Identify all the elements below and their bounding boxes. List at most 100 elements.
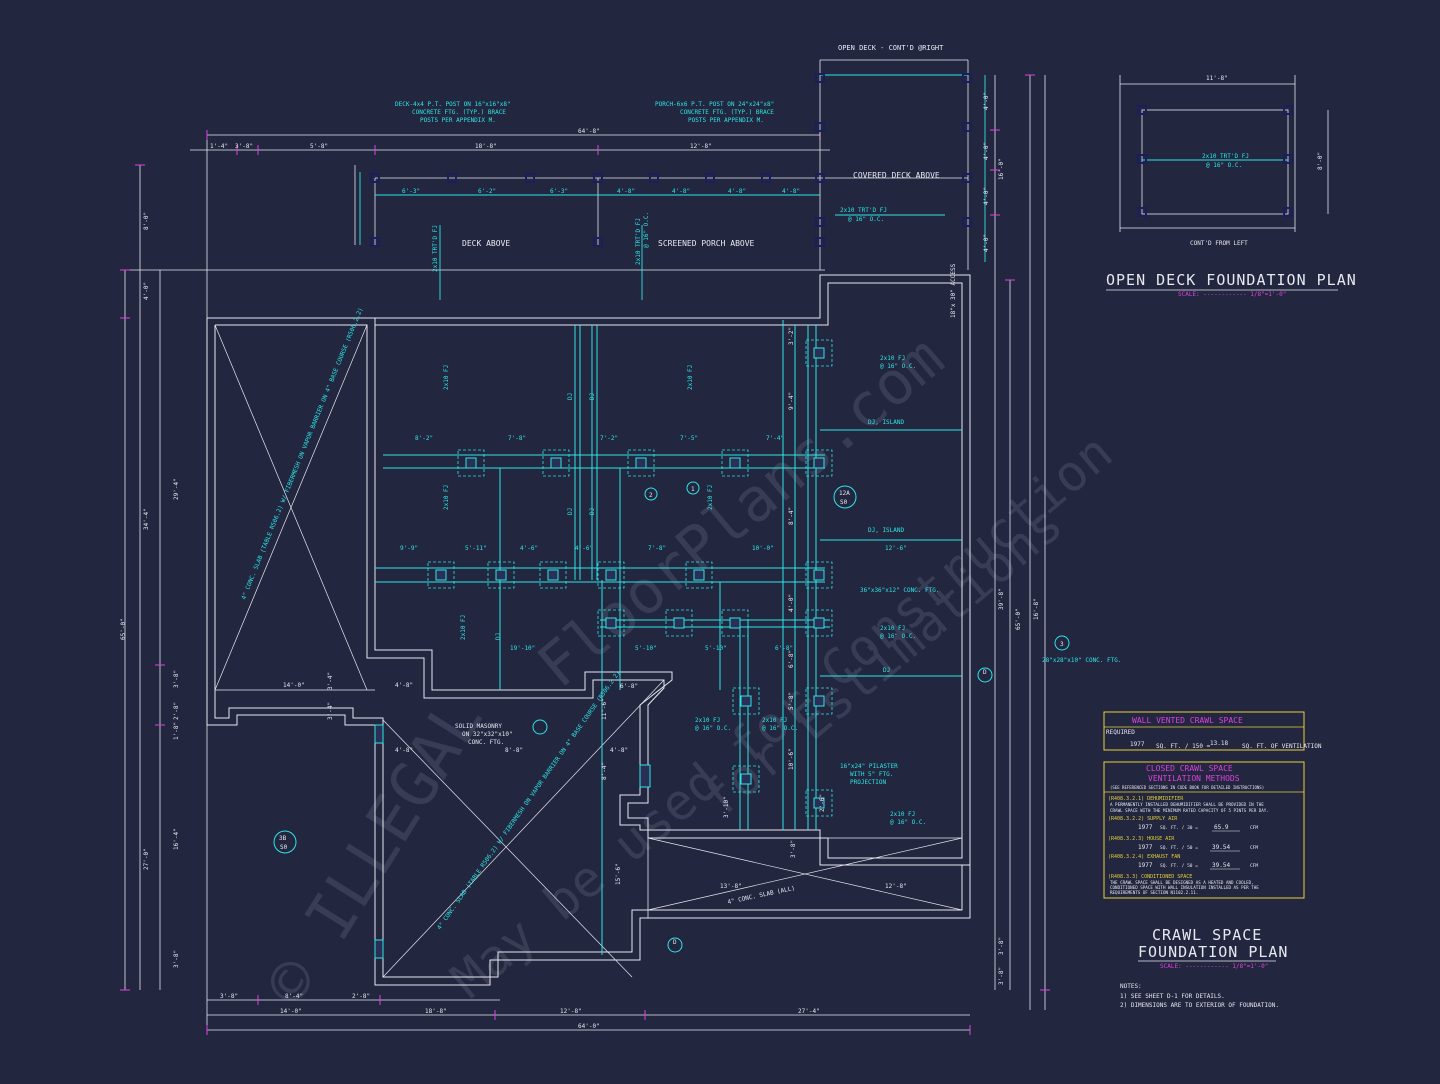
dim-text: 7'-2" [600, 435, 618, 442]
dim-text: 18'-8" [425, 1008, 447, 1015]
dim-text: 7'-4" [766, 435, 784, 442]
dj-label: DJ [567, 508, 574, 515]
closed-crawl-cfm: CFM [1250, 863, 1258, 869]
closed-crawl-text: REQUIREMENTS OF SECTION N1102.2.11. [1110, 890, 1198, 895]
closed-crawl-head: (R408.3.2.2) SUPPLY AIR [1108, 816, 1178, 822]
deck-posts [370, 73, 972, 247]
dim-text: 3'-4" [327, 672, 334, 690]
dim-text: 4'-0" [983, 142, 990, 160]
wall-vented-table: WALL VENTED CRAWL SPACE REQUIRED 1977 SQ… [1103, 711, 1322, 751]
wall-vented-unit: SQ. FT. / 150 = [1156, 743, 1211, 750]
dim-text: 4'-8" [782, 188, 800, 195]
dim-text: 39'-8" [998, 588, 1005, 610]
dim-text: 5'-11" [465, 545, 487, 552]
dim-text: 16'-8" [1033, 598, 1040, 620]
deck-post-note: POSTS PER APPENDIX M. [420, 117, 496, 124]
tag-text: 3 [1060, 641, 1064, 648]
dim-text: 3'-4" [327, 702, 334, 720]
closed-crawl-head: (R408.3.2.1) DEHUMIDIFIER [1108, 796, 1184, 802]
dim-text: 16'-4" [173, 828, 180, 850]
piers [374, 347, 825, 959]
dim-text: 16'-0" [998, 158, 1005, 180]
inset-joist-spacing: @ 16" O.C. [1206, 162, 1242, 169]
porch-post-note: POSTS PER APPENDIX M. [688, 117, 764, 124]
watermark-group: © ILLEGAL FloorPlans.com May be used for… [251, 323, 1124, 1019]
dim-text: 29'-4" [173, 478, 180, 500]
dim-text: 7'-5" [680, 435, 698, 442]
dim-text: 6'-8" [620, 683, 638, 690]
dim-text: 6'-8" [788, 650, 795, 668]
slab-note: 4" CONC. SLAB (TABLE R506.2) W/ FIBERMES… [240, 307, 364, 601]
joist-label: 2x10 FJ [880, 625, 905, 632]
closed-crawl-unit: SQ. FT. / 30 = [1160, 825, 1198, 831]
joist-label: 2x10 TRT'D FJ [635, 218, 642, 265]
dim-text: 7'-8" [508, 435, 526, 442]
closed-crawl-head: (R408.3.2.4) EXHAUST FAN [1108, 854, 1180, 860]
dim-text: 4'-0" [788, 594, 795, 612]
dim-text: 4'-8" [610, 747, 628, 754]
dim-text: 4'-6" [575, 545, 593, 552]
tag-text: 12A [839, 490, 850, 497]
dim-text: 4'-8" [672, 188, 690, 195]
crawl-title: CRAWL SPACE [1152, 926, 1262, 944]
pilaster-label: 16"x24" PILASTER [840, 763, 898, 770]
slab-divider [215, 689, 962, 918]
dim-text: 1'-4" [210, 143, 228, 150]
joist-spacing: @ 16" O.C. [890, 819, 926, 826]
dim-text: 3'-8" [235, 143, 253, 150]
porch-post-note: PORCH-6x6 P.T. POST ON 24"x24"x8" [655, 101, 774, 108]
dim-text: 4'-8" [395, 747, 413, 754]
closed-crawl-cfm: CFM [1250, 845, 1258, 851]
deck-area [374, 59, 969, 270]
note-item: 2) DIMENSIONS ARE TO EXTERIOR OF FOUNDAT… [1120, 1002, 1279, 1009]
dim-text: 3'-8" [790, 840, 797, 858]
pilaster-label: WITH 5" FTG. [850, 771, 893, 778]
inset-joist-label: 2x10 TRT'D FJ [1202, 153, 1249, 160]
joist-label: 2x10 TRT'D FJ [432, 225, 439, 272]
open-deck-right-label: OPEN DECK - CONT'D @RIGHT [838, 44, 944, 52]
dim-text: 4'-8" [728, 188, 746, 195]
tag-text: 1 [691, 486, 695, 493]
dim-text: 3'-10" [723, 796, 730, 818]
dim-text: 5'-10" [705, 645, 727, 652]
closed-crawl-title: CLOSED CRAWL SPACE [1146, 764, 1233, 773]
deck-above-label: DECK ABOVE [462, 239, 510, 248]
masonry-label: SOLID MASONRY [455, 723, 502, 730]
dim-text: 64'-0" [578, 1023, 600, 1030]
access-label: 18"x 30" ACCESS [950, 263, 957, 318]
joist-label: 2x10 FJ [695, 717, 720, 724]
wall-vented-value: 13.18 [1210, 740, 1228, 747]
dj-island-label: DJ, ISLAND [868, 527, 905, 534]
dim-text: 3'-8" [220, 993, 238, 1000]
tag-text: D [983, 669, 987, 676]
dj-label: DJ [567, 393, 574, 400]
dim-text: 6'-8" [775, 645, 793, 652]
deck-joists [359, 74, 986, 300]
crawl-scale: SCALE: ------------ 1/8"=1'-0" [1160, 963, 1268, 970]
joist-label: 2x10 FJ [890, 811, 915, 818]
joist-spacing: @ 16" O.C. [848, 216, 884, 223]
dim-text: 19'-10" [510, 645, 535, 652]
closed-crawl-title: VENTILATION METHODS [1148, 774, 1240, 783]
closed-crawl-text: CRAWL SPACE WITH THE MINIMUM RATED CAPAC… [1110, 808, 1269, 813]
dim-text: 2'-6" [819, 794, 826, 812]
joist-label: 2x10 FJ [460, 615, 467, 640]
joist-spacing: @ 16" O.C. [762, 725, 798, 732]
joist-label: 2x10 FJ [762, 717, 787, 724]
screened-porch-label: SCREENED PORCH ABOVE [658, 239, 755, 248]
closed-crawl-sqft: 1977 [1138, 862, 1153, 869]
conc-ftg-label: 28"x28"x10" CONC. FTG. [1042, 657, 1121, 664]
closed-crawl-subtitle: (SEE REFERENCED SECTIONS IN CODE BOOK FO… [1110, 785, 1264, 790]
inset-contd-label: CONT'D FROM LEFT [1190, 240, 1248, 247]
dim-text: 9'-9" [400, 545, 418, 552]
dim-text: 8'-2" [415, 435, 433, 442]
joist-label: 2x10 TRT'D FJ [840, 207, 887, 214]
closed-crawl-table: CLOSED CRAWL SPACE VENTILATION METHODS (… [1103, 761, 1305, 899]
dim-text: 65'-0" [1015, 608, 1022, 630]
dim-text: 5'-8" [310, 143, 328, 150]
closed-crawl-unit: SQ. FT. / 50 = [1160, 845, 1198, 851]
top-dimensions: 1'-4" 3'-8" 5'-8" 18'-8" 64'-8" 12'-8" 6… [210, 128, 800, 195]
dim-text: 8'-0" [143, 212, 150, 230]
joist-label: 2x10 FJ [443, 365, 450, 390]
